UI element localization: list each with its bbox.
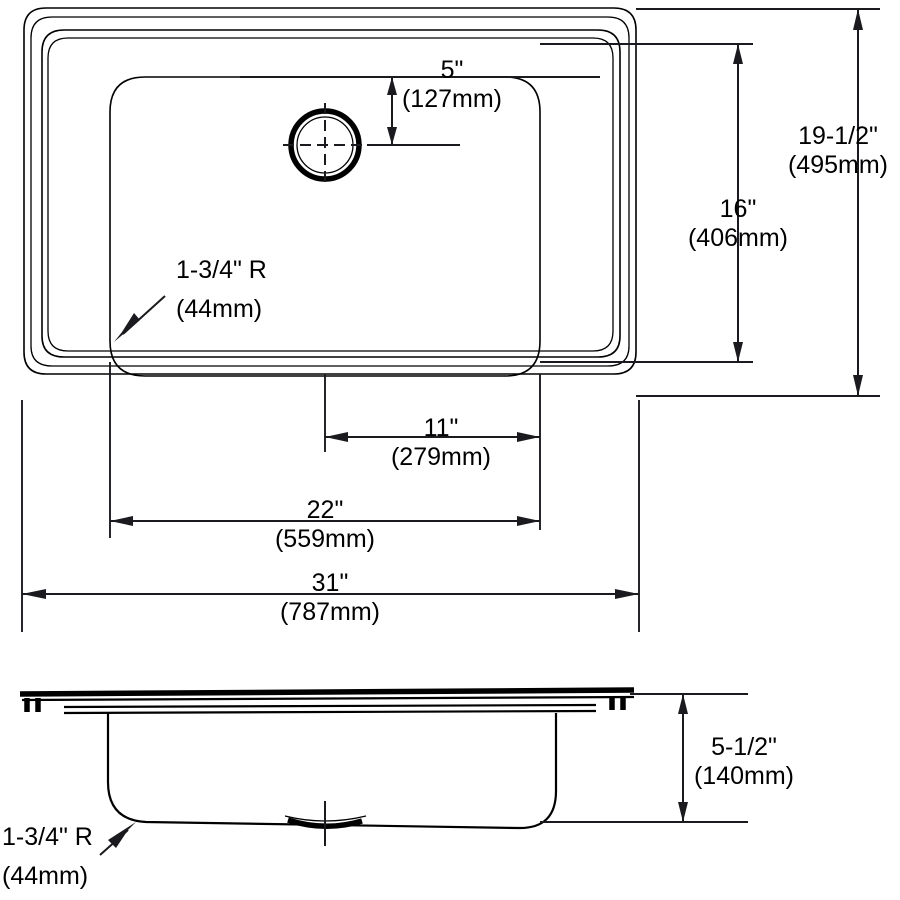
arrowhead-up-drain-offset	[387, 77, 397, 95]
arrowhead-corner-radius	[114, 313, 140, 342]
dim-label-bowl-depth-imperial: 16"	[720, 195, 757, 223]
arrowhead-left-drain-offset-left	[325, 432, 348, 442]
mounting-clip-right-icon	[609, 696, 626, 710]
dim-label-corner-radius-metric: (44mm)	[176, 295, 262, 323]
dim-label-bowl-depth-metric: (406mm)	[688, 224, 788, 252]
section-view: 5-1/2" (140mm) 1-3/4" R (44mm)	[2, 687, 794, 890]
dim-label-drain-offset-metric: (127mm)	[402, 85, 502, 113]
dim-label-bowl-height-metric: (140mm)	[694, 762, 794, 790]
arrowhead-down-bowl-depth	[733, 342, 743, 362]
dim-label-corner-radius-imperial: 1-3/4" R	[176, 256, 267, 284]
deck-outer-edge	[23, 7, 637, 375]
deck-top-plate-edge	[19, 687, 635, 697]
mounting-clip-left-icon	[24, 698, 41, 712]
arrowhead-down-drain-offset	[387, 127, 397, 145]
dim-label-section-radius-imperial: 1-3/4" R	[2, 823, 93, 851]
arrowhead-left-bowl-width	[110, 516, 133, 526]
deck-underside-line-2	[63, 703, 597, 709]
arrowhead-right-overall-width	[615, 589, 639, 599]
deck-outer-edge-inner-line	[30, 16, 630, 367]
deck-rim-fold	[41, 29, 621, 358]
arrowhead-up-overall-depth	[853, 9, 863, 30]
arrowhead-left-overall-width	[22, 589, 46, 599]
dim-label-bowl-width-imperial: 22"	[307, 496, 344, 524]
dim-label-section-radius-metric: (44mm)	[2, 862, 88, 890]
deck-underside-line-1	[21, 695, 635, 702]
arrowhead-up-bowl-depth	[733, 44, 743, 64]
deck-rim-fold-inner-line	[47, 37, 614, 352]
dim-label-drain-offset-imperial: 5"	[441, 56, 464, 84]
dim-label-overall-width-metric: (787mm)	[280, 598, 380, 626]
arrowhead-section-radius	[108, 822, 136, 848]
dim-label-bowl-width-metric: (559mm)	[275, 525, 375, 553]
dim-label-bowl-height-imperial: 5-1/2"	[711, 733, 777, 761]
dim-label-overall-depth-metric: (495mm)	[788, 151, 888, 179]
arrowhead-down-bowl-height	[678, 802, 688, 822]
bowl-opening	[109, 76, 541, 377]
deck-underside-line-3	[63, 709, 597, 715]
arrowhead-down-overall-depth	[853, 375, 863, 396]
dim-label-drain-offset-left-imperial: 11"	[424, 414, 459, 442]
arrowhead-right-bowl-width	[517, 516, 540, 526]
bowl-section-profile	[106, 713, 558, 830]
dim-label-overall-width-imperial: 31"	[312, 569, 349, 597]
top-view: 5" (127mm) 19-1/2" (495mm) 16" (406mm) 1…	[21, 7, 888, 632]
dim-label-drain-offset-left-metric: (279mm)	[391, 443, 491, 471]
dim-label-overall-depth-imperial: 19-1/2"	[798, 122, 878, 150]
arrowhead-right-drain-offset-left	[517, 432, 540, 442]
arrowhead-up-bowl-height	[678, 694, 688, 714]
